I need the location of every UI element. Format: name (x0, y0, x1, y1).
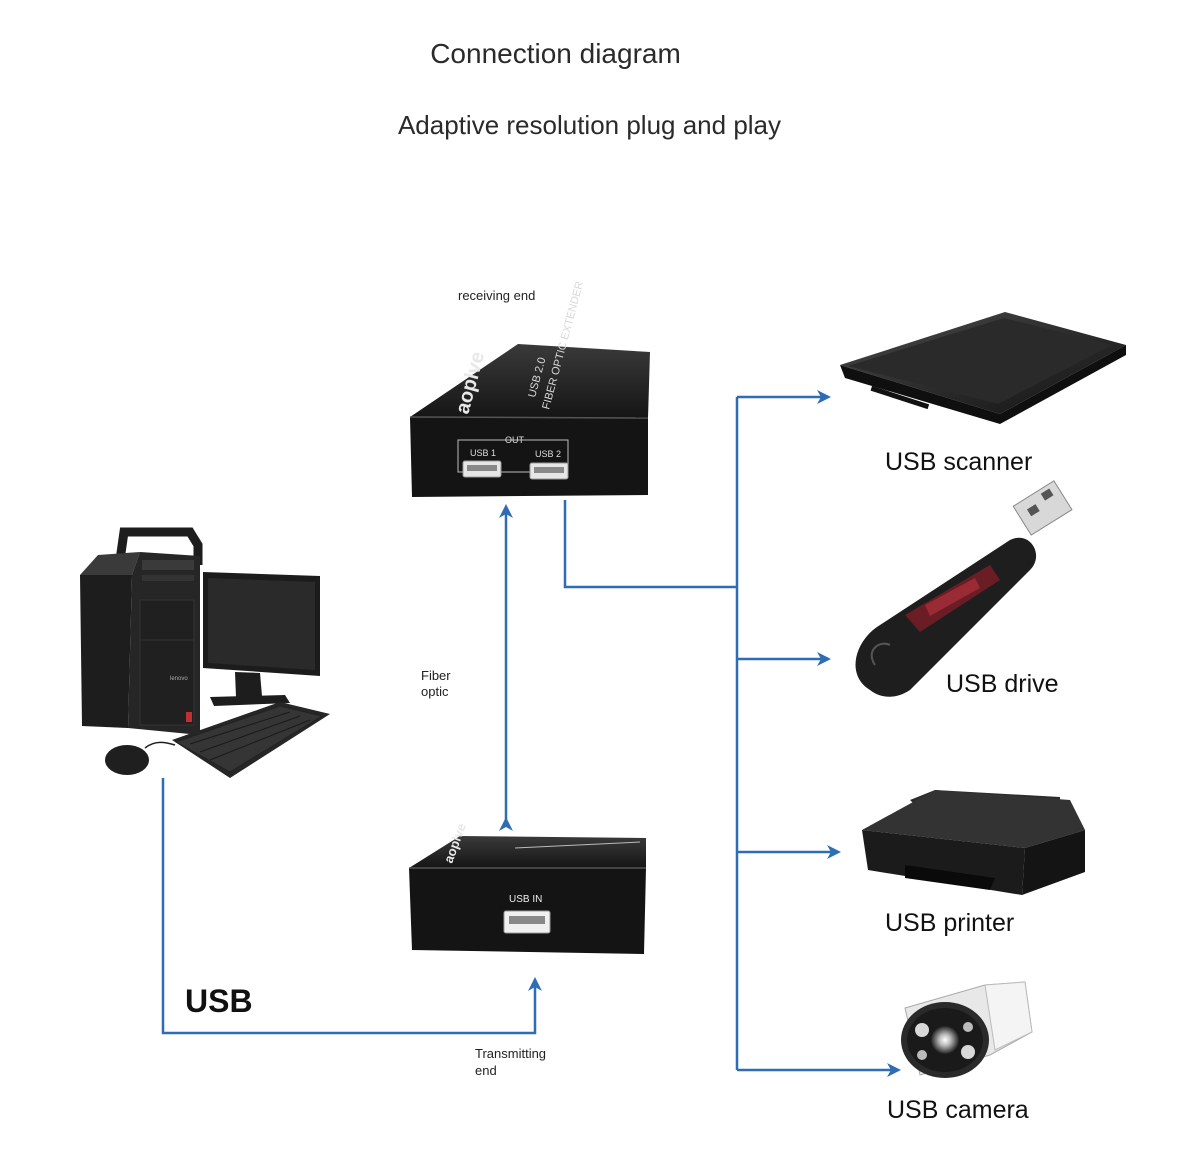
transmitter-box: aoplve USB IN (409, 821, 646, 954)
desktop-computer: lenovo (80, 527, 330, 778)
receiver-caption: receiving end (458, 288, 535, 303)
receiver-out-label: OUT (505, 435, 525, 445)
camera-image (901, 981, 1033, 1078)
usb-drive-image (855, 480, 1073, 697)
receiver-bus-link (563, 500, 737, 589)
diagram-title: Connection diagram (430, 38, 681, 69)
transmitter-caption-line2: end (475, 1063, 497, 1078)
device-label-drive: USB drive (946, 670, 1059, 698)
receiver-port1-label: USB 1 (470, 448, 496, 458)
usb-cable-link (161, 778, 542, 1035)
connector-lines (161, 390, 901, 1077)
computer-brand: lenovo (170, 676, 188, 682)
transmitter-port-label: USB IN (509, 894, 542, 905)
receiver-port2-label: USB 2 (535, 449, 561, 459)
transmitter-caption-line1: Transmitting (475, 1046, 546, 1061)
receiver-box: aoplve USB 2.0 FIBER OPTIC EXTENDER OUT … (409, 280, 650, 497)
device-label-printer: USB printer (885, 909, 1014, 937)
device-label-scanner: USB scanner (885, 448, 1032, 476)
printer-image (862, 790, 1085, 895)
usb-cable-label: USB (185, 983, 253, 1019)
diagram-subtitle: Adaptive resolution plug and play (397, 110, 782, 140)
fiber-label-line2: optic (421, 684, 449, 699)
fiber-label-line1: Fiber (421, 668, 451, 683)
device-label-camera: USB camera (887, 1096, 1029, 1124)
scanner-image (840, 312, 1126, 424)
mouse (105, 745, 149, 775)
